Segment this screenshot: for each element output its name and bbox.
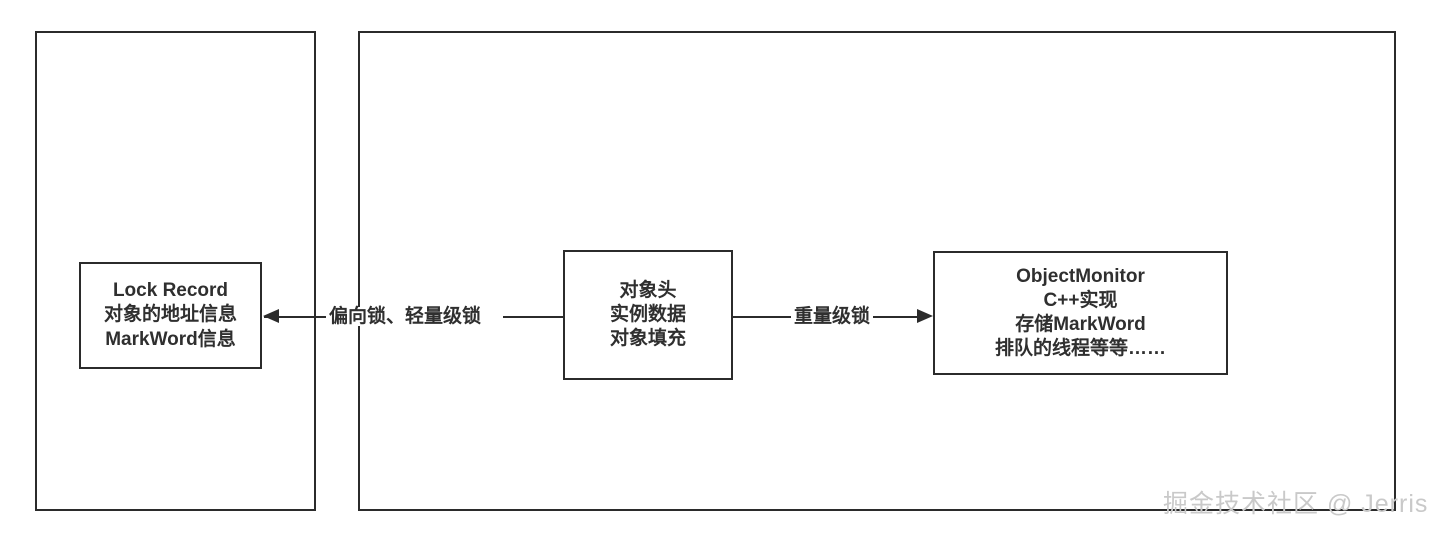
node-object-layout-line-1: 对象头 [619, 279, 677, 301]
arrowhead-left-icon [263, 309, 279, 323]
node-object-monitor-line-2: C++实现 [1043, 289, 1118, 311]
node-object-layout-line-2: 实例数据 [609, 303, 686, 325]
node-object-monitor-line-3: 存储MarkWord [1015, 314, 1146, 335]
edge-biased-lightweight-segment-right [503, 316, 563, 318]
node-object-layout-line-3: 对象填充 [609, 328, 686, 350]
node-object-layout[interactable]: 对象头 实例数据 对象填充 [563, 250, 733, 380]
edge-biased-lightweight-segment-left [264, 316, 326, 318]
node-lock-record-line-2: 对象的地址信息 [103, 304, 237, 326]
edge-label-heavyweight: 重量级锁 [791, 307, 874, 326]
object-container [358, 31, 1396, 511]
edge-heavyweight-segment-right [867, 316, 923, 318]
edge-heavyweight-segment-left [733, 316, 792, 318]
node-lock-record-line-3: MarkWord信息 [105, 328, 236, 350]
arrowhead-right-icon [917, 309, 933, 323]
node-object-monitor-line-4: 排队的线程等等…… [994, 338, 1166, 360]
node-object-monitor[interactable]: ObjectMonitor C++实现 存储MarkWord 排队的线程等等…… [933, 251, 1228, 375]
watermark: 掘金技术社区 @ Jerris [1163, 490, 1429, 518]
node-lock-record-line-1: Lock Record [112, 280, 229, 302]
lock-record-container [35, 31, 316, 511]
node-lock-record[interactable]: Lock Record 对象的地址信息 MarkWord信息 [79, 262, 262, 369]
node-object-monitor-line-1: ObjectMonitor [1016, 265, 1145, 287]
edge-label-biased-lightweight: 偏向锁、轻量级锁 [326, 307, 485, 326]
